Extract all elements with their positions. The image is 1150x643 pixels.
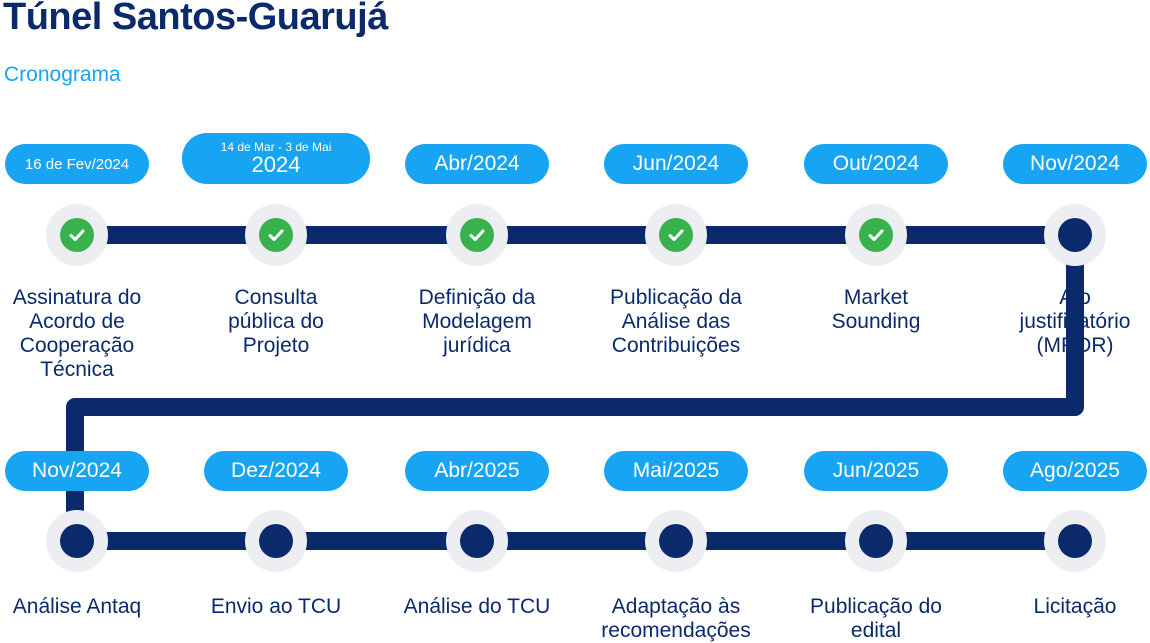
milestone-label-line: justificatório <box>1019 310 1131 333</box>
milestone-label-line: Consulta <box>234 286 318 309</box>
milestone-label: Análise Antaq <box>0 595 167 619</box>
date-badge: Nov/2024 <box>1003 144 1147 184</box>
milestone-label-line: Assinatura do <box>12 286 142 309</box>
milestone-label-line: Análise Antaq <box>12 595 142 618</box>
dot-icon <box>60 524 94 558</box>
milestone-label-line: Adaptação às <box>611 595 741 618</box>
page-title: Túnel Santos-Guarujá <box>3 0 388 38</box>
milestone-label: Licitação <box>985 595 1150 619</box>
milestone-label-line: Modelagem <box>422 310 532 333</box>
milestone-label-line: pública do <box>228 310 324 333</box>
milestone-node <box>245 510 307 572</box>
milestone-label-line: Definição da <box>418 286 536 309</box>
date-badge: Ago/2025 <box>1003 451 1147 491</box>
milestone-node <box>46 510 108 572</box>
dot-icon <box>659 524 693 558</box>
date-badge: Out/2024 <box>804 144 948 184</box>
page-subtitle: Cronograma <box>4 63 121 86</box>
milestone-label-line: Market <box>843 286 909 309</box>
milestone-node <box>245 204 307 266</box>
milestone-node <box>446 510 508 572</box>
date-badge: Dez/2024 <box>204 451 348 491</box>
dot-icon <box>1058 218 1092 252</box>
milestone-label-line: edital <box>850 619 902 642</box>
milestone-node <box>645 204 707 266</box>
milestone-node <box>1044 510 1106 572</box>
dot-icon <box>259 524 293 558</box>
milestone-node <box>845 204 907 266</box>
check-icon <box>60 218 94 252</box>
dot-icon <box>859 524 893 558</box>
date-badge-range: 14 de Mar - 3 de Mai <box>220 140 332 154</box>
date-badge-year: 2024 <box>251 152 301 177</box>
milestone-node <box>446 204 508 266</box>
milestone-label-line: recomendações <box>601 619 751 642</box>
milestone-label-line: Técnica <box>40 358 114 381</box>
date-badge: 16 de Fev/2024 <box>5 144 149 184</box>
date-badge: Nov/2024 <box>5 451 149 491</box>
milestone-label-line: Sounding <box>831 310 921 333</box>
dot-icon <box>1058 524 1092 558</box>
milestone-label-line: Publicação do <box>810 595 942 618</box>
milestone-node <box>645 510 707 572</box>
milestone-label: Análise do TCU <box>387 595 567 619</box>
milestone-label-line: Projeto <box>242 334 310 357</box>
milestone-label-line: Análise do TCU <box>403 595 551 618</box>
milestone-label-line: Análise das <box>621 310 731 333</box>
check-icon <box>859 218 893 252</box>
check-icon <box>259 218 293 252</box>
milestone-label: Envio ao TCU <box>186 595 366 619</box>
date-badge: Mai/2025 <box>604 451 748 491</box>
date-badge: Jun/2024 <box>604 144 748 184</box>
milestone-label-line: (MPOR) <box>1036 334 1114 357</box>
dot-icon <box>460 524 494 558</box>
milestone-label-line: Licitação <box>1033 595 1117 618</box>
date-badge: Abr/2024 <box>405 144 549 184</box>
check-icon <box>659 218 693 252</box>
timeline-line <box>66 226 1084 550</box>
milestone-node <box>46 204 108 266</box>
milestone-label-line: Acordo de <box>29 310 125 333</box>
milestone-label-line: Envio ao TCU <box>210 595 342 618</box>
check-icon <box>460 218 494 252</box>
milestone-label-line: Publicação da <box>610 286 742 309</box>
milestone-label-line: jurídica <box>443 334 511 357</box>
milestone-node <box>845 510 907 572</box>
milestone-node <box>1044 204 1106 266</box>
milestone-label-line: Ato <box>1059 286 1091 309</box>
date-badge: Jun/2025 <box>804 451 948 491</box>
milestone-label-line: Cooperação <box>19 334 135 357</box>
milestone-label-line: Contribuições <box>611 334 741 357</box>
date-badge: Abr/2025 <box>405 451 549 491</box>
